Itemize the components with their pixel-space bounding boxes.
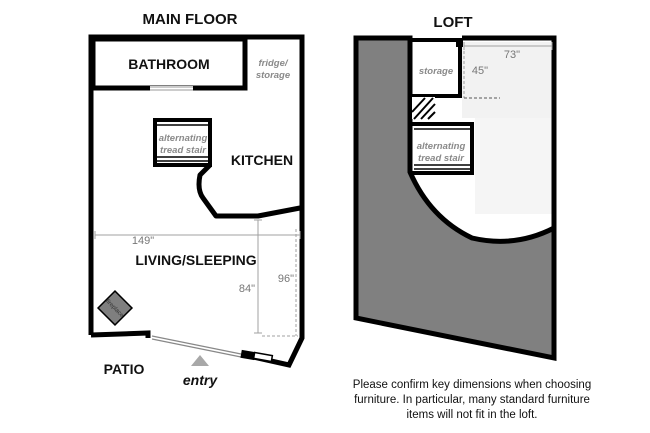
dimension-84: 84" [239, 283, 255, 295]
note-line-2: furniture. In particular, many standard … [354, 394, 590, 406]
note-line-1: Please confirm key dimensions when choos… [353, 379, 591, 391]
loft-stair-label-line1: alternating [417, 141, 466, 152]
main-floor-wall-left-entry [90, 330, 151, 338]
main-floor-title: MAIN FLOOR [143, 11, 238, 28]
main-stair-label-line2: tread stair [160, 145, 207, 156]
note-line-3: items will not fit in the loft. [406, 409, 537, 421]
loft-outer-wall-right [462, 35, 557, 228]
dimension-149: 149" [132, 235, 154, 247]
dimension-73: 73" [504, 49, 520, 61]
fridge-label-line2: storage [256, 70, 291, 81]
loft-stair-treads [414, 128, 470, 170]
loft-floor-lower [475, 118, 554, 214]
patio-label: PATIO [104, 361, 145, 377]
bathroom-label: BATHROOM [128, 56, 209, 72]
loft-storage-room [412, 38, 462, 98]
loft-hatch [411, 97, 436, 120]
loft-stair-box [412, 122, 474, 175]
loft-floor-upper [462, 42, 554, 118]
main-stair-label-line1: alternating [159, 133, 208, 144]
fridge-label-line1: fridge/ [258, 58, 288, 69]
loft-stair-label-line2: tread stair [418, 153, 465, 164]
fireplace: fireplace [96, 289, 134, 327]
loft-storage-label: storage [419, 66, 454, 77]
entry-arrow-icon [191, 355, 209, 366]
main-stair-treads [157, 124, 208, 162]
entry-step-plate [252, 351, 274, 363]
loft-sloped-area [353, 35, 557, 362]
kitchen-curved-wall [196, 163, 301, 219]
dimension-96: 96" [278, 273, 294, 285]
entry-label: entry [183, 372, 218, 388]
loft-storage-corner-post [456, 38, 463, 47]
entry-door-jamb [240, 349, 256, 361]
main-stair-box [153, 118, 212, 167]
loft-plan [353, 35, 557, 362]
dimension-lines-loft [463, 42, 553, 99]
loft-title: LOFT [433, 14, 472, 31]
main-floor-plan: fireplace [88, 34, 305, 368]
entry-door-line-2 [151, 338, 242, 358]
entry-door-line [151, 335, 242, 355]
kitchen-label: KITCHEN [231, 152, 293, 168]
living-sleeping-label: LIVING/SLEEPING [135, 252, 256, 268]
dimension-lines-main [94, 219, 301, 337]
dimension-45: 45" [472, 65, 488, 77]
